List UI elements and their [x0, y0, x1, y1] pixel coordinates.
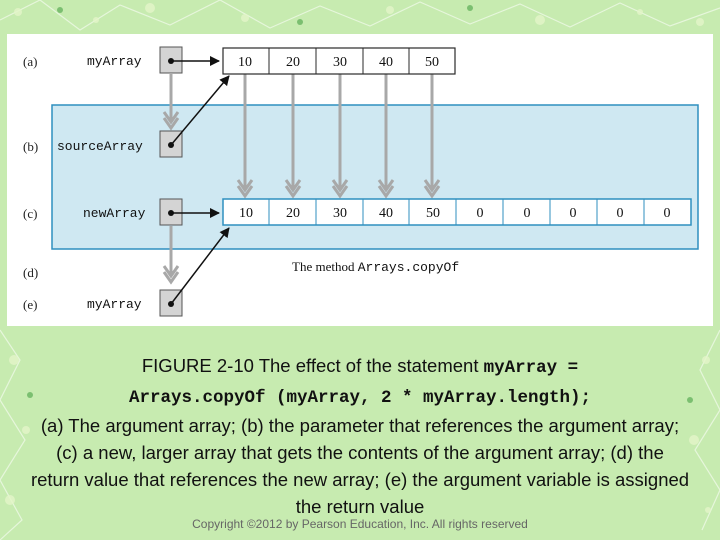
reference-box-c [159, 198, 183, 226]
new-array-cell: 20 [286, 206, 300, 221]
copy-arrows [236, 74, 441, 199]
copyright-notice: Copyright ©2012 by Pearson Education, In… [192, 517, 528, 531]
original-array-cell: 10 [238, 55, 252, 70]
reference-box-a [159, 46, 183, 74]
reference-flow-arrows [162, 74, 180, 285]
new-array: 10 20 30 40 50 0 0 0 0 0 [222, 198, 692, 226]
method-note-prefix: The method [292, 259, 358, 274]
row-tag-a: (a) [23, 54, 37, 69]
row-tag-b: (b) [23, 139, 38, 154]
figure-panel: (a) (b) (c) (d) (e) myArray sourceArray … [7, 34, 713, 326]
new-array-cell: 0 [570, 206, 577, 221]
method-note-code: Arrays.copyOf [358, 260, 459, 275]
row-tag-c: (c) [23, 206, 37, 221]
variable-sourceArray: sourceArray [57, 139, 143, 154]
row-tag-e: (e) [23, 297, 37, 312]
original-array: 10 20 30 40 50 [222, 47, 456, 75]
original-array-cell: 50 [425, 55, 439, 70]
pointer-arrows [170, 56, 230, 305]
new-array-cell: 30 [333, 206, 347, 221]
original-array-cell: 20 [286, 55, 300, 70]
array-copy-diagram: (a) (b) (c) (d) (e) myArray sourceArray … [23, 46, 699, 317]
new-array-cell: 0 [664, 206, 671, 221]
new-array-cell: 50 [426, 206, 440, 221]
caption-description: (a) The argument array; (b) the paramete… [30, 415, 690, 517]
variable-newArray: newArray [83, 206, 146, 221]
figure-caption: FIGURE 2-10 The effect of the statement … [30, 352, 690, 520]
method-box [51, 104, 699, 250]
new-array-cell: 0 [524, 206, 531, 221]
new-array-cell: 0 [617, 206, 624, 221]
new-array-cell: 40 [379, 206, 393, 221]
original-array-cell: 40 [379, 55, 393, 70]
caption-figure-label: FIGURE 2-10 The effect of the statement [141, 355, 484, 376]
new-array-cell: 10 [239, 206, 253, 221]
caption-code-statement-part1: myArray = [483, 358, 579, 378]
new-array-cell: 0 [477, 206, 484, 221]
variable-myArray-a: myArray [87, 54, 142, 69]
method-note: The method Arrays.copyOf [292, 259, 459, 275]
caption-code-statement-part2: Arrays.copyOf (myArray, 2 * myArray.leng… [128, 388, 592, 408]
variable-myArray-e: myArray [87, 297, 142, 312]
row-tag-d: (d) [23, 265, 38, 280]
original-array-cell: 30 [333, 55, 347, 70]
